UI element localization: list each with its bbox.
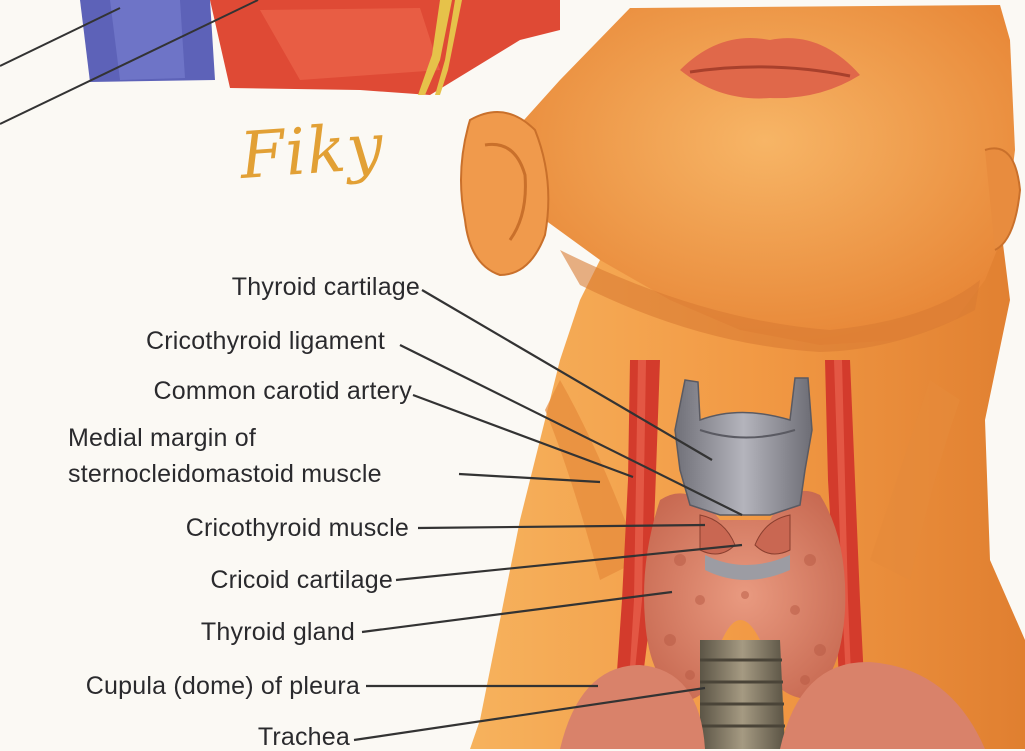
label-common-carotid-artery: Common carotid artery	[154, 377, 412, 405]
watermark-signature: Fiky	[238, 110, 387, 194]
label-cupula-of-pleura: Cupula (dome) of pleura	[86, 672, 360, 700]
label-thyroid-cartilage: Thyroid cartilage	[232, 273, 420, 301]
head-and-neck	[461, 5, 1025, 749]
label-medial-margin-line2: sternocleidomastoid muscle	[68, 460, 382, 488]
label-cricoid-cartilage: Cricoid cartilage	[210, 566, 393, 594]
label-trachea: Trachea	[258, 723, 350, 751]
label-thyroid-gland: Thyroid gland	[201, 618, 355, 646]
label-medial-margin-line1: Medial margin of	[68, 424, 256, 452]
label-cricothyroid-muscle: Cricothyroid muscle	[186, 514, 409, 542]
vessel-inset	[80, 0, 560, 95]
trachea	[700, 640, 785, 749]
label-cricothyroid-ligament: Cricothyroid ligament	[146, 327, 385, 355]
